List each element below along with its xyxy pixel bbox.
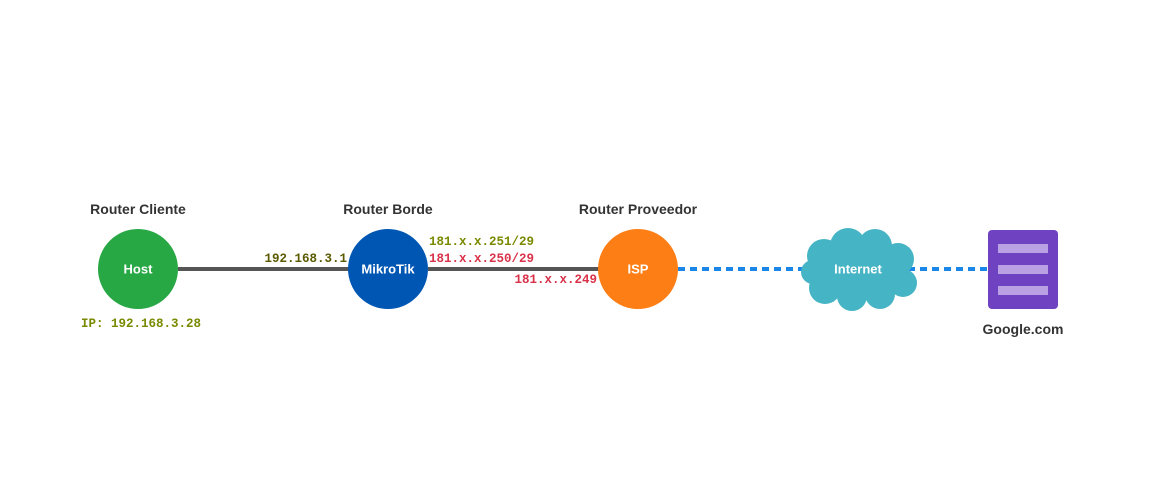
host-heading: Router Cliente <box>90 201 186 217</box>
host-circle-icon <box>98 229 178 309</box>
link-ip-host-gateway: 192.168.3.1 <box>264 252 347 266</box>
host-ip: IP: 192.168.3.28 <box>81 317 201 331</box>
mikrotik-node[interactable]: MikroTik <box>348 229 428 309</box>
isp-circle-icon <box>598 229 678 309</box>
mikrotik-circle-icon <box>348 229 428 309</box>
internet-node[interactable]: Internet <box>801 228 917 311</box>
internet-label: Internet <box>834 262 882 277</box>
server-icon <box>988 230 1058 309</box>
host-node[interactable]: Host <box>98 229 178 309</box>
google-node[interactable]: Google.com <box>983 230 1064 337</box>
isp-node[interactable]: ISP <box>598 229 678 309</box>
isp-heading: Router Proveedor <box>579 201 698 217</box>
link-ip-mikrotik-2: 181.x.x.250/29 <box>429 252 534 266</box>
google-label: Google.com <box>983 321 1064 337</box>
cloud-icon <box>801 228 917 311</box>
mikrotik-label: MikroTik <box>361 262 415 277</box>
link-ip-isp: 181.x.x.249 <box>514 273 597 287</box>
host-label: Host <box>124 262 154 277</box>
link-ip-mikrotik-1: 181.x.x.251/29 <box>429 235 534 249</box>
isp-label: ISP <box>628 262 649 277</box>
mikrotik-heading: Router Borde <box>343 201 433 217</box>
